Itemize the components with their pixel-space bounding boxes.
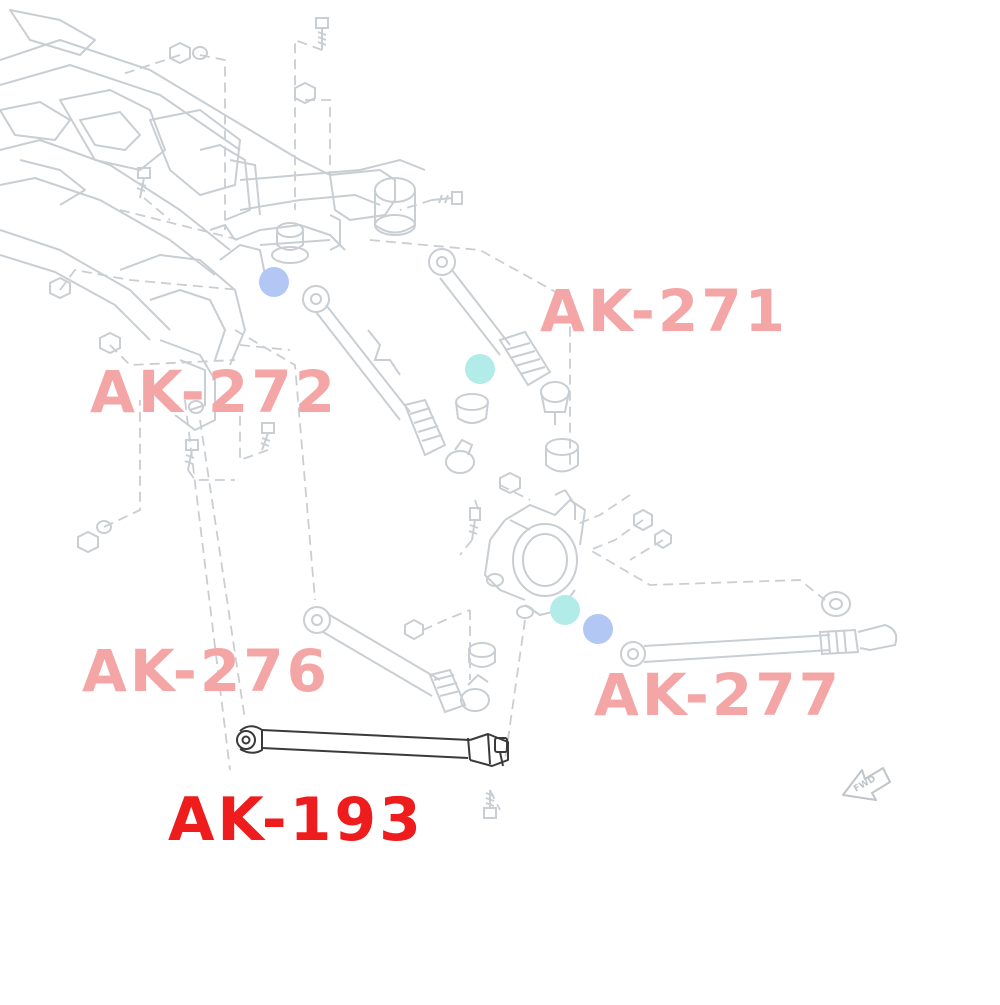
nut-3 [49,276,71,300]
marker-blue-upper [259,267,289,297]
nut-1 [169,41,191,65]
label-ak276[interactable]: AK-276 [82,637,330,705]
label-ak271[interactable]: AK-271 [540,277,788,345]
nut-4 [99,331,121,355]
bolt-top [315,17,329,50]
bolt-left-lower [184,439,199,471]
bolt-ak193 [483,790,497,819]
washer-2 [96,520,112,534]
label-ak277[interactable]: AK-277 [594,661,842,729]
marker-teal-lower [550,595,580,625]
bolt-mid [260,422,275,451]
label-ak193[interactable]: AK-193 [168,785,424,855]
subframe [0,9,426,431]
arm-ak276 [303,606,490,714]
arm-ak277 [620,591,898,667]
bushings [455,393,579,668]
marker-blue-lower [583,614,613,644]
knuckle-hub [483,489,587,619]
nut-6 [499,471,521,495]
marker-teal-upper [465,354,495,384]
arm-ak193[interactable] [236,725,509,767]
nut-9 [404,618,424,641]
nut-8 [654,528,672,550]
bolt-left-upper [136,167,151,199]
fwd-arrow-icon: FWD [842,767,891,801]
bolt-knuckle [468,507,481,541]
bolt-right-crossmember [431,191,463,205]
washer-3 [188,400,204,414]
arm-ak271 [428,248,570,425]
label-ak272[interactable]: AK-272 [90,358,338,426]
nut-5 [77,530,99,554]
fasteners [49,17,672,641]
washer-1 [192,46,208,60]
assembly-guides [59,38,826,811]
nut-7 [633,508,653,532]
arm-ak272 [302,285,475,474]
